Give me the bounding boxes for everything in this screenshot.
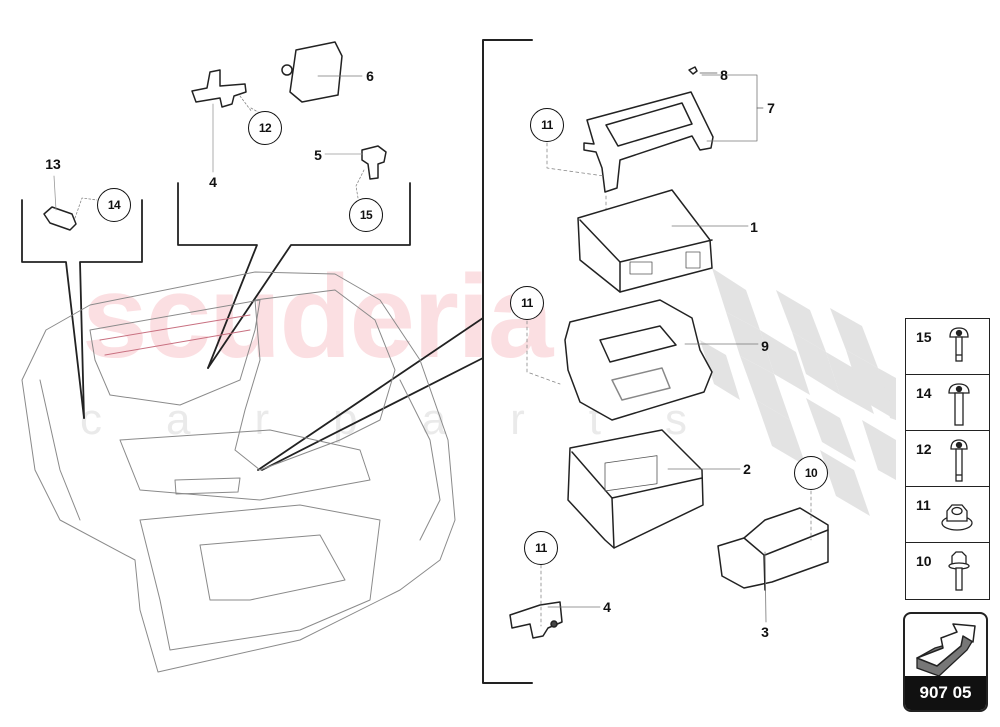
legend-row-14[interactable]: 14 [906,375,989,431]
legend-number: 10 [916,553,932,569]
circled-ref-11-middle[interactable]: 11 [510,286,544,320]
car-body [21,271,456,673]
part-label-9[interactable]: 9 [761,338,769,354]
screw-icon-short [949,327,969,362]
fastener-legend: 15 14 12 11 [905,318,990,600]
legend-number: 12 [916,441,932,457]
legend-row-12[interactable]: 12 [906,431,989,487]
part-label-3[interactable]: 3 [761,624,769,640]
callout-box-left [21,199,143,419]
part-label-2[interactable]: 2 [743,461,751,477]
circled-ref-15[interactable]: 15 [349,198,383,232]
screw-icon-long [948,383,970,426]
circled-ref-11-top[interactable]: 11 [530,108,564,142]
part-label-1[interactable]: 1 [750,219,758,235]
navigation-button[interactable]: 907 05 [903,612,988,712]
hex-bolt-icon [948,551,970,591]
part-13-connector [43,175,98,231]
circled-ref-11-bottom[interactable]: 11 [524,531,558,565]
part-3-module [717,490,829,623]
part-label-8[interactable]: 8 [720,67,728,83]
legend-row-11[interactable]: 11 [906,487,989,543]
circled-ref-14[interactable]: 14 [97,188,131,222]
part-label-7[interactable]: 7 [767,100,775,116]
arrow-icon [916,623,976,677]
legend-row-15[interactable]: 15 [906,319,989,375]
flange-nut-icon [941,504,973,531]
callout-box-center [177,182,411,369]
part-5-sensor [324,145,387,199]
part-1-unit [577,189,749,293]
part-label-6[interactable]: 6 [366,68,374,84]
main-bracket [482,39,533,684]
part-4-lower-bracket [509,564,601,639]
part-label-4-upper[interactable]: 4 [209,174,217,190]
part-label-4-lower[interactable]: 4 [603,599,611,615]
circled-ref-10[interactable]: 10 [794,456,828,490]
part-6-module [281,41,363,103]
screw-icon-medium [950,439,968,482]
part-label-5[interactable]: 5 [314,147,322,163]
part-label-13[interactable]: 13 [45,156,61,172]
part-9-frame [526,299,759,421]
legend-number: 15 [916,329,932,345]
bracket-leaders [257,317,484,471]
legend-number: 14 [916,385,932,401]
circled-ref-12[interactable]: 12 [248,111,282,145]
navigation-code: 907 05 [905,676,986,710]
part-2-unit [567,429,741,549]
legend-row-10[interactable]: 10 [906,543,989,599]
legend-number: 11 [916,497,931,513]
part-4-upper-bracket [191,69,253,173]
